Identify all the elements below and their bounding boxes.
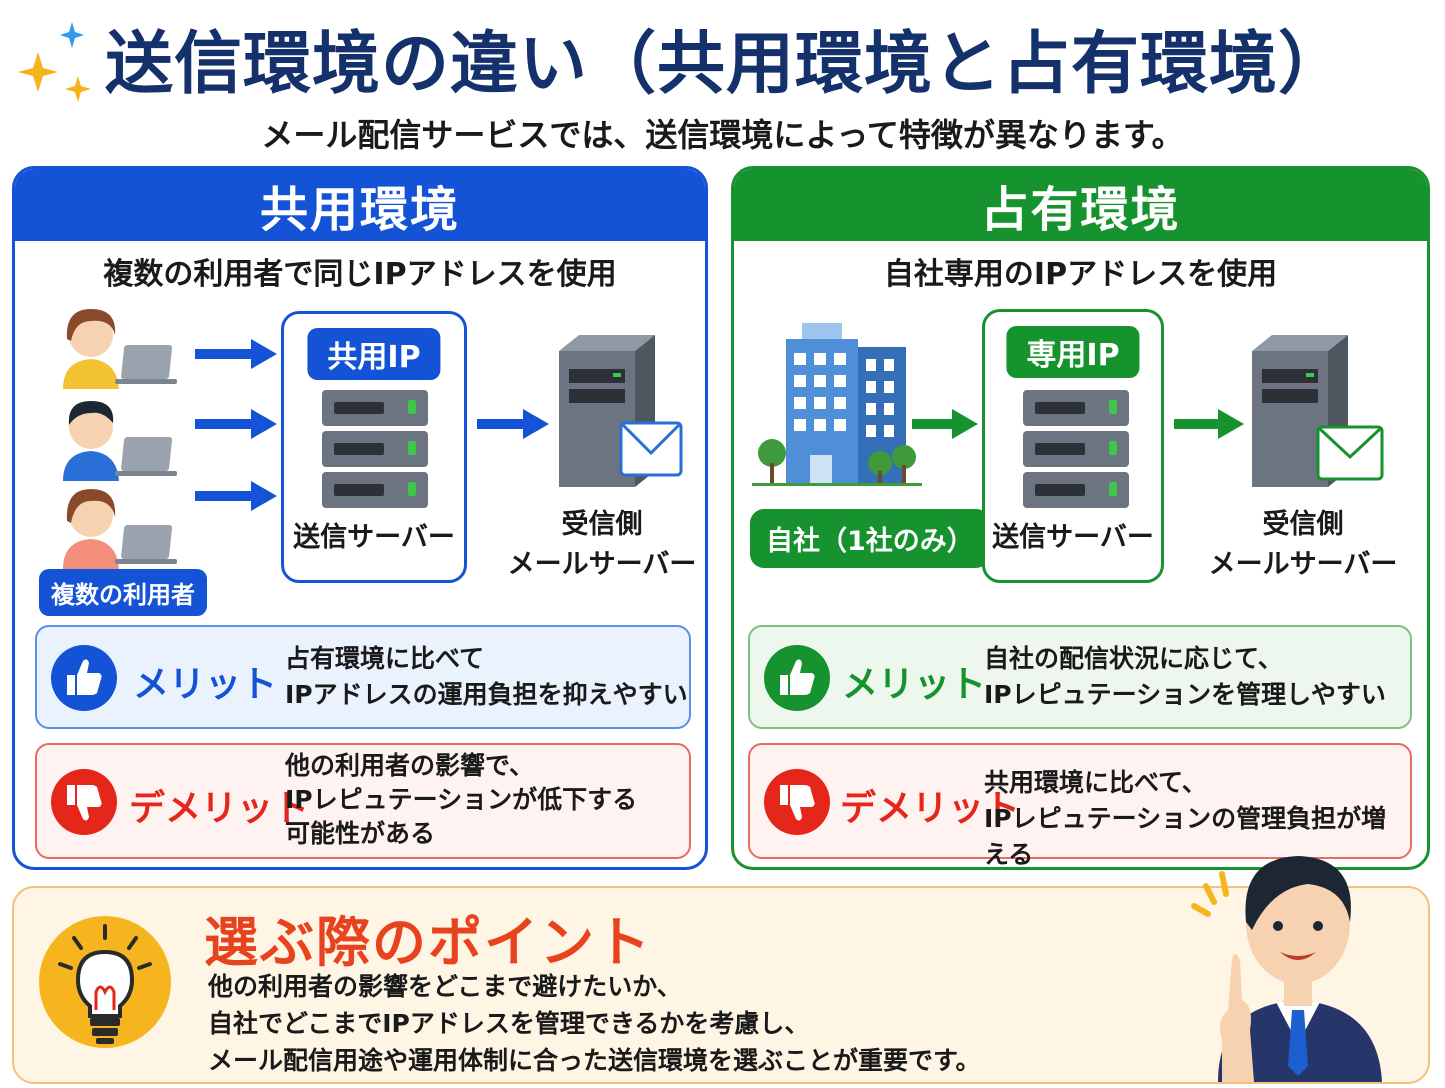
shared-demerit-text: 他の利用者の影響で、 IPレピュテーションが低下する 可能性がある (285, 751, 638, 848)
user-icon (63, 309, 177, 389)
selection-point-section: 選ぶ際のポイント 他の利用者の影響をどこまで避けたいか、 自社でどこまでIPアド… (12, 886, 1430, 1084)
server-rack-icon (322, 390, 428, 508)
server-rack-icon (1023, 390, 1129, 508)
dedicated-environment-panel: 占有環境 自社専用のIPアドレスを使用 自社（1社のみ） 専用IP (731, 166, 1430, 870)
shared-description: 複数の利用者で同じIPアドレスを使用 (103, 257, 617, 292)
sending-server-label: 送信サーバー (293, 522, 455, 553)
shared-heading: 共用環境 (15, 169, 705, 241)
page-subtitle: メール配信サービスでは、送信環境によって特徴が異なります。 (261, 116, 1184, 154)
mail-server-icon (559, 335, 683, 487)
dedicated-ip-badge: 専用IP (1006, 326, 1140, 378)
sending-server-label: 送信サーバー (992, 522, 1154, 553)
user-icon (63, 489, 177, 569)
arrow-right-icon (195, 481, 277, 511)
dedicated-demerit-title: デメリット (840, 788, 1021, 829)
lightbulb-icon (39, 916, 171, 1048)
thumbs-down-icon (51, 769, 117, 835)
shared-demerit-title: デメリット (129, 788, 310, 829)
dedicated-merit-text: 自社の配信状況に応じて、 IPレピュテーションを管理しやすい (984, 644, 1386, 709)
dedicated-heading: 占有環境 (734, 169, 1427, 241)
dedicated-demerit-card: デメリット 共用環境に比べて、 IPレピュテーションの管理負担が増える (748, 743, 1412, 867)
arrow-right-icon (195, 409, 277, 439)
receiving-server-label: 受信側 メールサーバー (1208, 509, 1398, 580)
sending-server-box: 専用IP 送信サーバー (982, 309, 1164, 583)
mail-server-icon (1252, 335, 1384, 487)
dedicated-demerit-text: 共用環境に比べて、 IPレピュテーションの管理負担が増える (984, 768, 1387, 869)
receiving-server-label: 受信側 メールサーバー (507, 509, 697, 580)
arrow-right-icon (1174, 409, 1244, 439)
sparkle-icon (18, 22, 91, 102)
shared-merit-card: メリット 占有環境に比べて IPアドレスの運用負担を抑えやすい (35, 625, 691, 729)
arrow-right-icon (912, 409, 978, 439)
company-badge: 自社（1社のみ） (750, 509, 990, 568)
shared-environment-panel: 共用環境 複数の利用者で同じIPアドレスを使用 複数の利用者 共用IP (12, 166, 708, 870)
point-text: 他の利用者の影響をどこまで避けたいか、 自社でどこまでIPアドレスを管理できるか… (208, 972, 981, 1075)
thumbs-up-icon (51, 645, 117, 711)
dedicated-description: 自社専用のIPアドレスを使用 (883, 257, 1278, 292)
arrow-right-icon (195, 339, 277, 369)
arrow-right-icon (477, 409, 549, 439)
dedicated-merit-title: メリット (842, 664, 987, 705)
user-icon (63, 401, 177, 481)
shared-merit-text: 占有環境に比べて IPアドレスの運用負担を抑えやすい (285, 644, 688, 709)
thumbs-down-icon (764, 769, 830, 835)
page-title: 送信環境の違い（共用環境と占有環境） (105, 25, 1348, 104)
shared-ip-badge: 共用IP (307, 328, 441, 380)
dedicated-merit-card: メリット 自社の配信状況に応じて、 IPレピュテーションを管理しやすい (748, 625, 1412, 729)
users-badge: 複数の利用者 (39, 569, 207, 616)
sending-server-box: 共用IP 送信サーバー (281, 311, 467, 583)
businessman-illustration (1191, 856, 1382, 1082)
office-building-icon (752, 323, 922, 486)
thumbs-up-icon (764, 645, 830, 711)
shared-merit-title: メリット (133, 664, 278, 705)
point-title: 選ぶ際のポイント (204, 911, 652, 974)
shared-demerit-card: デメリット 他の利用者の影響で、 IPレピュテーションが低下する 可能性がある (35, 743, 691, 859)
